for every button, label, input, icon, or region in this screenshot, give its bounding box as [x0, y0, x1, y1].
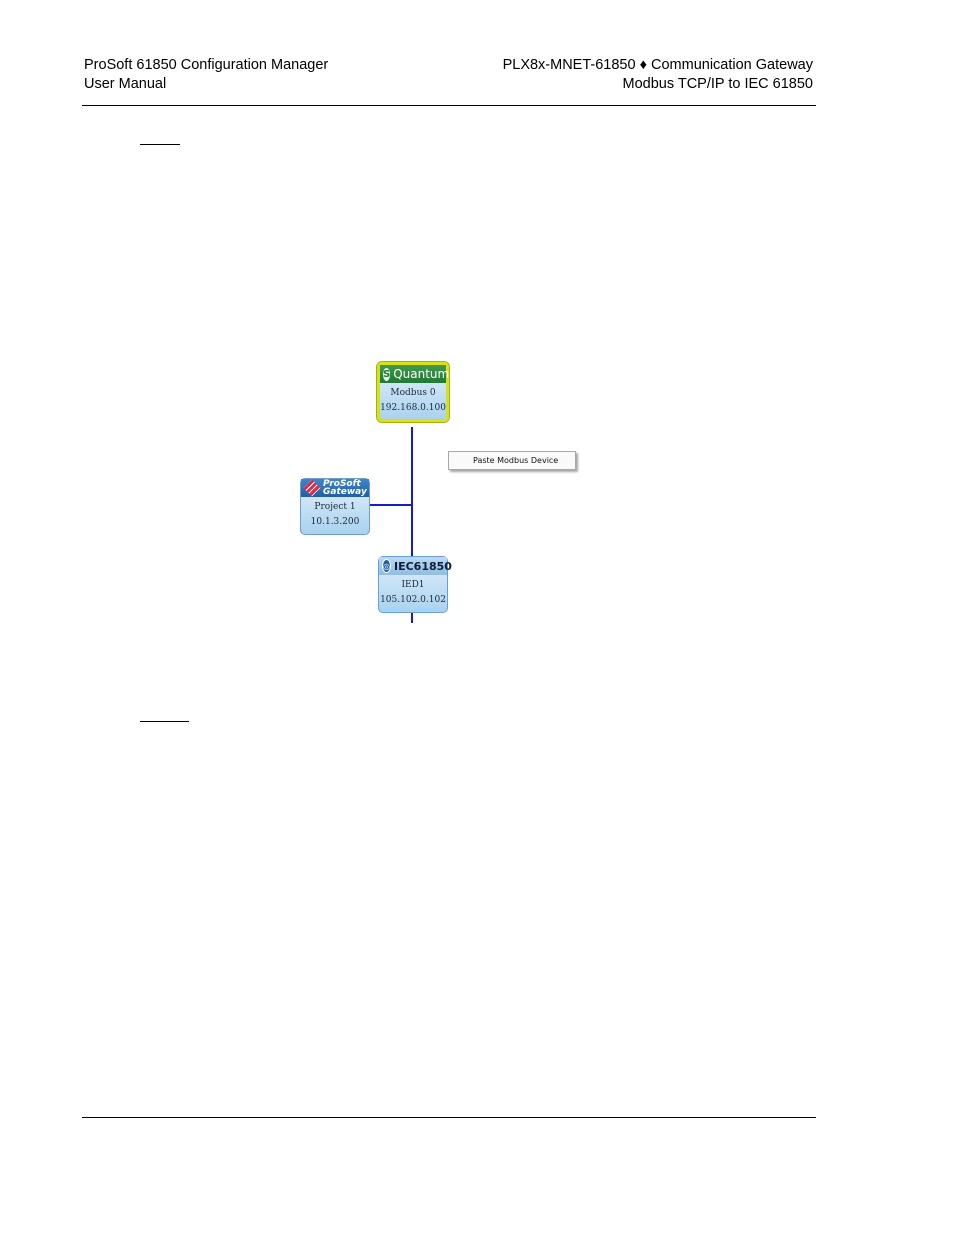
gateway-badge-type: Gateway: [323, 487, 367, 497]
quantum-logo-icon: S: [383, 367, 391, 381]
heading-underline-2: [140, 721, 189, 722]
header-doc-type: User Manual: [84, 76, 167, 92]
paste-modbus-device-menu-item[interactable]: Paste Modbus Device: [473, 456, 559, 465]
gateway-badge-brand: ProSoft: [323, 479, 361, 489]
header-right: PLX8x-MNET-61850 ♦ Communication Gateway…: [503, 56, 813, 94]
iec61850-logo-icon: ◎: [382, 559, 391, 573]
header-protocol-subtitle: Modbus TCP/IP to IEC 61850: [622, 76, 814, 92]
header-left: ProSoft 61850 Configuration Manager User…: [84, 56, 328, 94]
footer-rule: [82, 1117, 816, 1118]
iec61850-badge: ◎ IEC61850: [379, 557, 452, 575]
heading-underline-1: [140, 144, 180, 145]
header-product-title: ProSoft 61850 Configuration Manager: [84, 57, 329, 73]
gateway-project-name: Project 1: [314, 502, 356, 512]
gateway-project-ip: 10.1.3.200: [310, 517, 360, 527]
network-bus-vertical: [411, 427, 413, 623]
gateway-project-node[interactable]: ProSoft Gateway Project 1 10.1.3.200: [300, 478, 370, 535]
quantum-badge-label: Quantum: [393, 367, 450, 381]
quantum-badge: S Quantum: [380, 365, 450, 383]
iec61850-device-node[interactable]: ◎ IEC61850 IED1 105.102.0.102: [378, 556, 452, 613]
network-diagram: S Quantum Modbus 0 192.168.0.100 ProSoft…: [295, 355, 585, 623]
gateway-badge: ProSoft Gateway: [301, 479, 369, 497]
quantum-device-ip: 192.168.0.100: [380, 403, 446, 413]
header-device-title: PLX8x-MNET-61850 ♦ Communication Gateway: [502, 57, 813, 73]
quantum-device-name: Modbus 0: [390, 388, 436, 398]
prosoft-logo-icon: [303, 479, 321, 497]
iec61850-device-ip: 105.102.0.102: [380, 595, 446, 605]
quantum-device-node[interactable]: S Quantum Modbus 0 192.168.0.100: [377, 362, 449, 422]
network-bus-branch: [369, 504, 413, 506]
iec61850-badge-label: IEC61850: [393, 559, 452, 573]
header-rule: [82, 105, 816, 106]
iec61850-device-name: IED1: [401, 580, 425, 590]
context-menu: Paste Modbus Device: [448, 451, 576, 470]
